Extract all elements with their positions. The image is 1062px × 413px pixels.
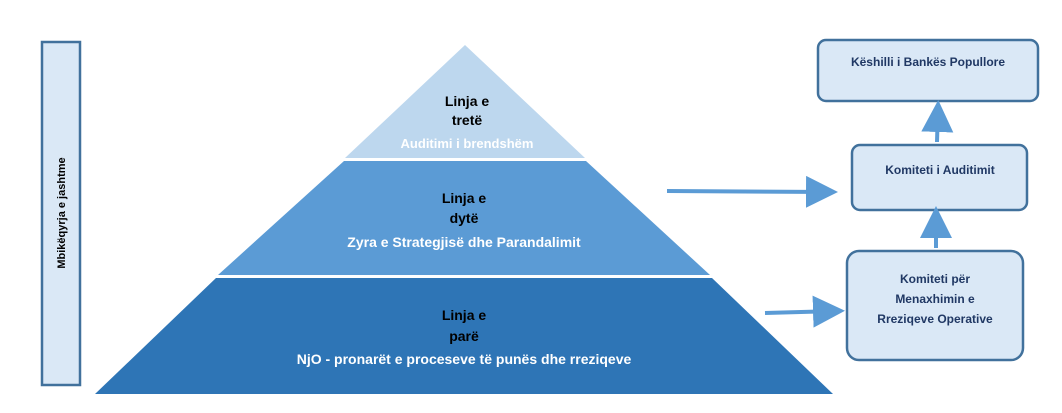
arrow-audit-to-board	[921, 100, 954, 143]
level-first-line2: parë	[449, 328, 479, 344]
external-oversight-box: Mbikëqyrja e jashtme	[40, 40, 82, 387]
level-third-line1: Linja e	[445, 93, 490, 109]
pyramid-level-second: Linja e dytë Zyra e Strategjisë dhe Para…	[218, 161, 710, 275]
level-third-line2: tretë	[452, 112, 483, 128]
external-oversight-label: Mbikëqyrja e jashtme	[56, 157, 68, 268]
board-label: Këshilli i Bankës Popullore	[851, 55, 1005, 69]
risk-committee-label-line1: Komiteti për	[900, 272, 970, 286]
arrows	[666, 100, 954, 328]
level-first-subtitle: NjO - pronarët e proceseve të punës dhe …	[297, 351, 632, 367]
level-second-line1: Linja e	[442, 190, 487, 206]
level-first-line1: Linja e	[442, 307, 487, 323]
board-box: Këshilli i Bankës Popullore	[816, 38, 1040, 103]
audit-committee-label: Komiteti i Auditimit	[885, 163, 995, 177]
risk-committee-label-line3: Rreziqeve Operative	[877, 312, 993, 326]
level-third-subtitle: Auditimi i brendshëm	[401, 136, 534, 151]
risk-committee-box: Komiteti për Menaxhimin e Rreziqeve Oper…	[845, 249, 1025, 362]
pyramid-level-third: Linja e tretë Auditimi i brendshëm	[345, 45, 585, 158]
arrow-second-to-audit	[666, 175, 838, 208]
level-second-line2: dytë	[450, 210, 479, 226]
arrow-first-to-risk	[764, 295, 845, 328]
level-second-subtitle: Zyra e Strategjisë dhe Parandalimit	[347, 234, 581, 250]
pyramid-level-first: Linja e parë NjO - pronarët e proceseve …	[95, 278, 833, 394]
audit-committee-box: Komiteti i Auditimit	[850, 143, 1029, 212]
risk-committee-label-line2: Menaxhimin e	[895, 292, 975, 306]
